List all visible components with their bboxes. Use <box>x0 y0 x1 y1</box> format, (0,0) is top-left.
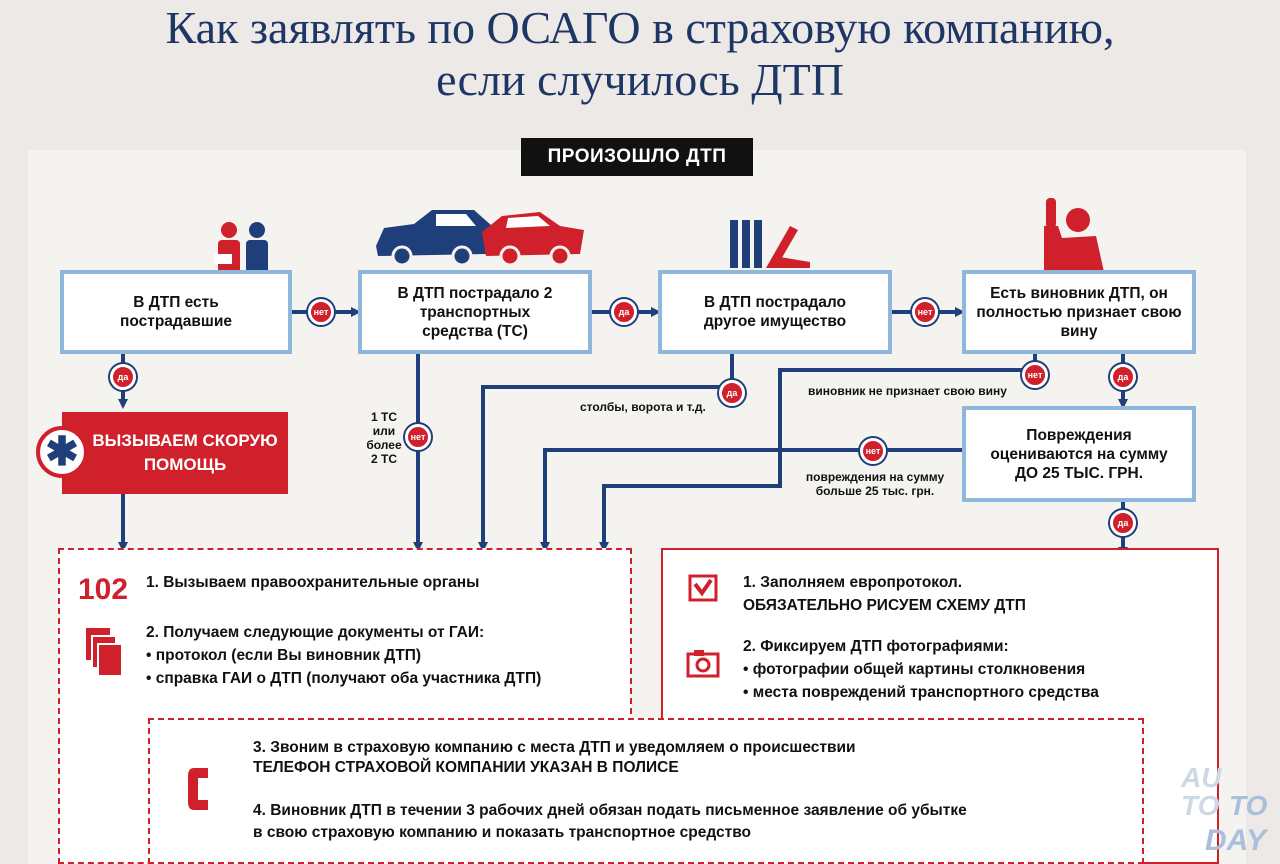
page-title-line1: Как заявлять по ОСАГО в страховую компан… <box>165 2 1115 53</box>
label-over-limit: повреждения на сумму больше 25 тыс. грн. <box>805 470 945 498</box>
node-victims: В ДТП есть пострадавшие <box>60 270 292 354</box>
camera-icon <box>686 650 720 678</box>
page-title-line2: если случилось ДТП <box>436 54 844 105</box>
bubble-property-no: нет <box>912 299 938 325</box>
bottom-step3-line1: 3. Звоним в страховую компанию с места Д… <box>253 739 856 756</box>
right-step1-line2: ОБЯЗАТЕЛЬНО РИСУЕМ СХЕМУ ДТП <box>743 597 1026 614</box>
phone-handset-icon <box>188 768 208 810</box>
left-step2-title: 2. Получаем следующие документы от ГАИ: <box>146 624 485 641</box>
bubble-vehicles-yes: да <box>611 299 637 325</box>
node-two-vehicles: В ДТП пострадало 2 транспортных средства… <box>358 270 592 354</box>
right-step1-line1: 1. Заполняем европротокол. <box>743 574 963 591</box>
right-step2-title: 2. Фиксируем ДТП фотографиями: <box>743 638 1009 655</box>
bubble-culprit-yes: да <box>1110 364 1136 390</box>
bubble-victims-no: нет <box>308 299 334 325</box>
bottom-step3-line2: ТЕЛЕФОН СТРАХОВОЙ КОМПАНИИ УКАЗАН В ПОЛИ… <box>253 759 679 776</box>
bubble-culprit-no: нет <box>1022 362 1048 388</box>
documents-icon <box>86 628 123 677</box>
edge-over-limit <box>540 448 962 552</box>
bubble-property-yes: да <box>719 380 745 406</box>
bubble-damage-yes: да <box>1110 510 1136 536</box>
bubble-vehicles-no: нет <box>405 424 431 450</box>
node-damage: Повреждения оцениваются на сумму ДО 25 Т… <box>962 406 1196 502</box>
crashed-cars-icon <box>376 210 584 267</box>
label-not-admit: виновник не признает свою вину <box>808 384 1007 398</box>
label-poles: столбы, ворота и т.д. <box>580 400 706 414</box>
label-vehicle-count: 1 ТС или более 2 ТС <box>366 410 402 466</box>
bubble-victims-yes: да <box>110 364 136 390</box>
insurance-panel <box>148 718 1144 864</box>
people-icon <box>214 222 268 306</box>
right-step2-item2: • места повреждений транспортного средст… <box>743 684 1099 701</box>
bottom-step4-line1: 4. Виновник ДТП в течении 3 рабочих дней… <box>253 802 967 819</box>
edge-poles <box>478 352 734 552</box>
autotoday-watermark: AU TO TO DAY <box>1181 762 1268 857</box>
node-culprit: Есть виновник ДТП, он полностью признает… <box>962 270 1196 354</box>
left-step2-item1: • протокол (если Вы виновник ДТП) <box>146 647 422 664</box>
police-phone-number: 102 <box>78 573 129 606</box>
ambulance-box: ВЫЗЫВАЕМ СКОРУЮ ПОМОЩЬ <box>62 412 288 494</box>
node-property: В ДТП пострадало другое имущество <box>658 270 892 354</box>
medical-star-icon: ✱ <box>36 426 88 478</box>
bottom-step4-line2: в свою страховую компанию и показать тра… <box>253 824 752 841</box>
left-step1: 1. Вызываем правоохранительные органы <box>146 574 480 591</box>
bubble-damage-no: нет <box>860 438 886 464</box>
raised-hand-person-icon <box>1044 198 1104 272</box>
start-header: ПРОИЗОШЛО ДТП <box>521 138 753 176</box>
left-step2-item2: • справка ГАИ о ДТП (получают оба участн… <box>146 670 542 687</box>
broken-fence-icon <box>730 220 810 268</box>
checkbox-icon <box>688 574 718 602</box>
right-step2-item1: • фотографии общей картины столкновения <box>743 661 1086 678</box>
